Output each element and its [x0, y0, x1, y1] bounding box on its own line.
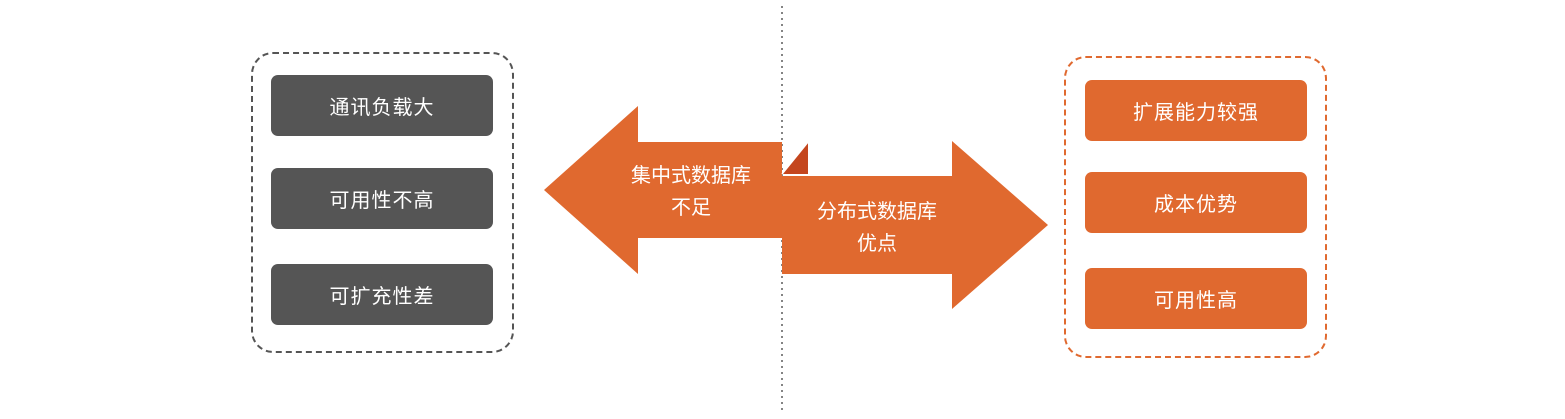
right-arrow-label-line1: 分布式数据库: [817, 199, 937, 223]
right-arrow-label-line2: 优点: [857, 231, 897, 255]
left-arrow-label-line1: 集中式数据库: [631, 163, 751, 187]
left-arrow-label-line2: 不足: [671, 195, 711, 219]
left-arrow-shape: [544, 106, 782, 274]
advantage-item-strong-expansion: 扩展能力较强: [1085, 80, 1307, 141]
drawback-item-poor-scalability: 可扩充性差: [271, 264, 493, 325]
right-arrow-shape: [782, 141, 1048, 309]
drawbacks-group-frame: [251, 52, 514, 353]
drawback-item-communication-load: 通讯负载大: [271, 75, 493, 136]
right-arrow-label: 分布式数据库 优点: [792, 192, 962, 262]
advantage-item-cost-advantage: 成本优势: [1085, 172, 1307, 233]
left-arrow-label: 集中式数据库 不足: [606, 156, 776, 226]
arrow-fold-crease: [781, 141, 809, 175]
advantages-group-frame: [1064, 56, 1327, 358]
drawback-item-low-availability: 可用性不高: [271, 168, 493, 229]
advantage-item-high-availability: 可用性高: [1085, 268, 1307, 329]
